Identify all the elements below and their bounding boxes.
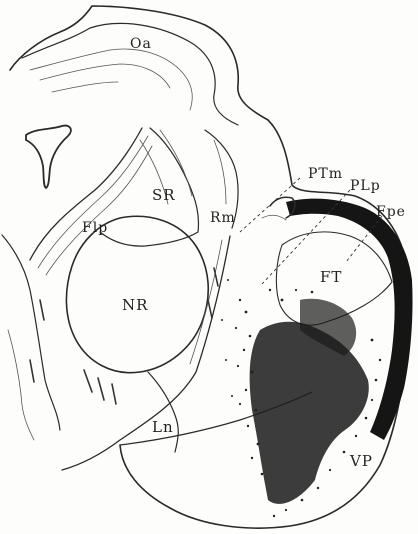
label-ln: Ln [152,418,174,436]
label-ft: FT [320,268,342,286]
nr-circle [66,216,208,372]
label-rm: Rm [210,210,236,226]
label-plp: PLp [350,178,381,194]
flp-bundle-inner2 [46,146,152,275]
oa-lamina-2 [40,64,170,88]
sr-boundary [100,128,199,246]
label-sr: SR [152,186,176,204]
fiber-marks [30,268,218,404]
ptm-fibers-2 [262,215,286,220]
vp-stipple [250,299,369,504]
nr-capsule [62,236,230,470]
left-midline-tract-2 [8,330,34,440]
label-fpe: Fpe [376,204,406,220]
rm-fibers [214,140,226,204]
oa-lamina [30,49,192,110]
left-midline-tract [2,235,60,430]
label-oa: Oa [130,36,152,52]
label-vp: VP [349,452,373,470]
label-flp: Flp [82,220,108,236]
outer-outline [10,6,409,528]
flp-bundle-inner [38,136,148,268]
ventricle-shape [26,126,71,188]
label-ptm: PTm [308,166,343,182]
nr-capsule-2 [190,240,222,364]
label-nr: NR [122,296,148,314]
oa-lamina-3 [52,82,118,92]
